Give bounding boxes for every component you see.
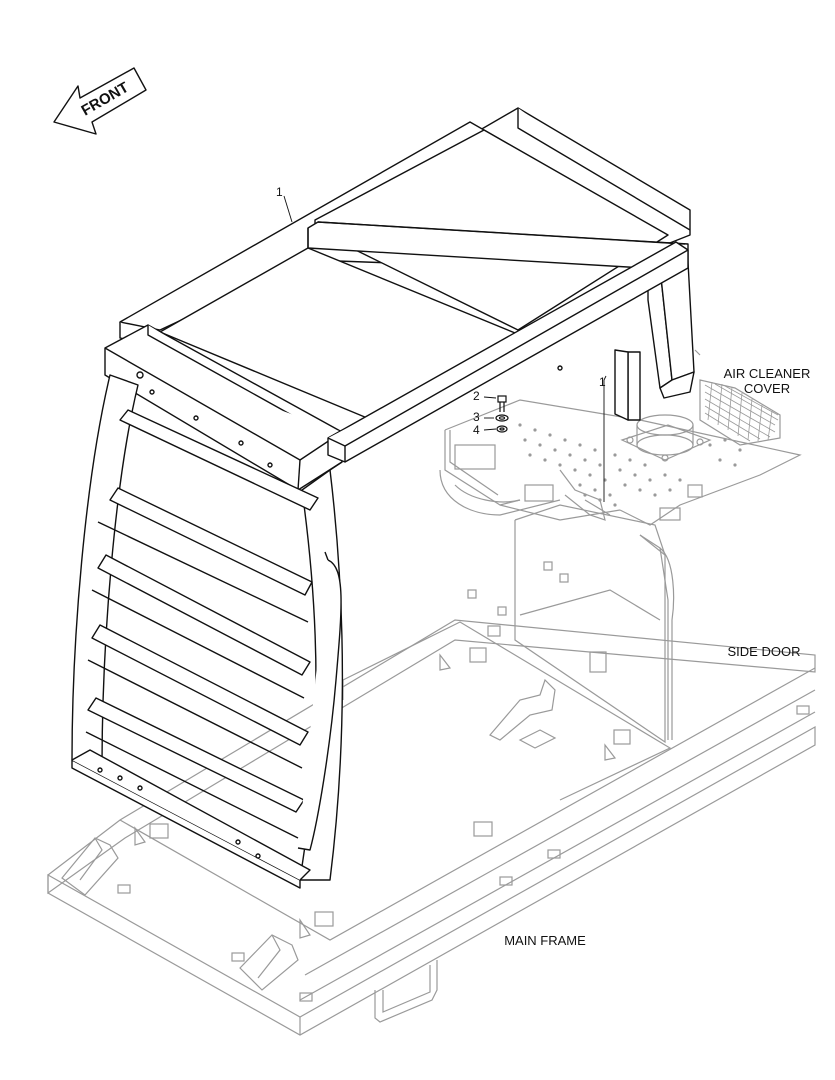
- part-number-4: 4: [473, 423, 480, 437]
- air-cleaner-cover-label: AIR CLEANER COVER: [723, 366, 811, 396]
- part-number-2: 2: [473, 389, 480, 403]
- leader-lines: [283, 195, 607, 502]
- main-frame-label: MAIN FRAME: [504, 933, 586, 948]
- canopy-assembly: [71, 107, 695, 889]
- hardware-stack: [495, 395, 509, 433]
- bolt-head-icon: [497, 395, 507, 403]
- front-direction-arrow-icon: FRONT: [53, 67, 147, 135]
- part-number-3: 3: [473, 410, 480, 424]
- side-door-label: SIDE DOOR: [727, 644, 801, 659]
- part-number-1: 1: [276, 185, 283, 199]
- main-frame-ghost: [47, 344, 816, 1036]
- part-number-1-right: 1: [599, 375, 606, 389]
